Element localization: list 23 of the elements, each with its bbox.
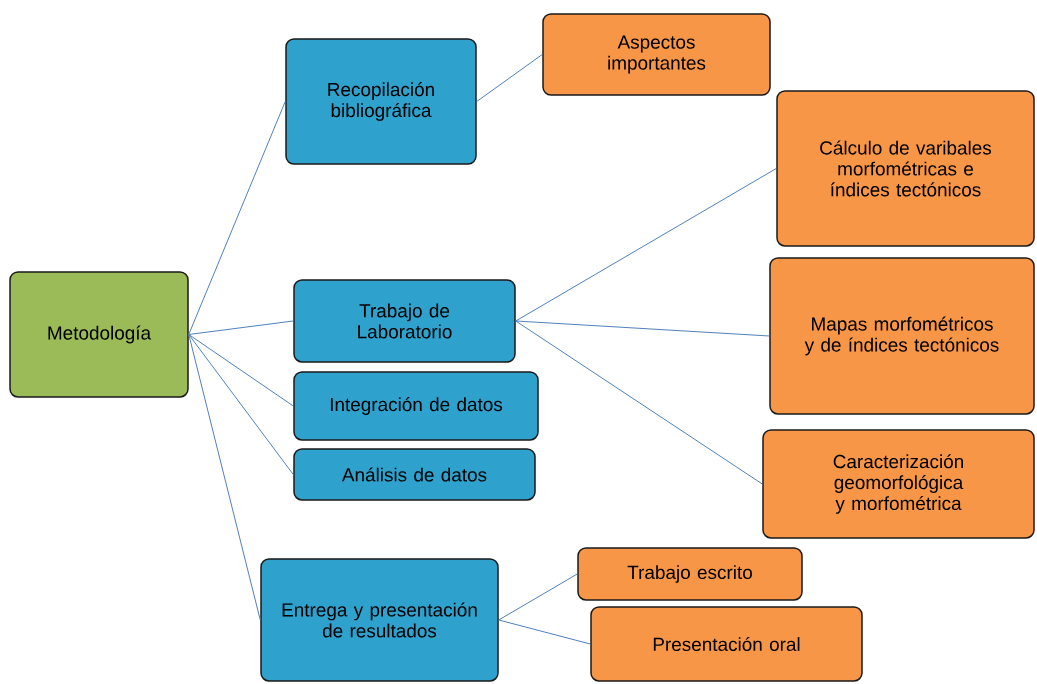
connector-line — [188, 320, 294, 335]
topic-box: Recopilación bibliográfica — [285, 38, 477, 165]
topic-box: Trabajo de Laboratorio — [293, 279, 516, 363]
subtopic-box: Caracterización geomorfológica y morfométrica — [762, 429, 1035, 539]
root-box: Metodología — [9, 271, 189, 398]
connector-line — [188, 101, 286, 335]
connector-line — [498, 619, 591, 645]
topic-box: Entrega y presentación de resultados — [260, 558, 499, 682]
connector-line — [188, 334, 261, 621]
connector-line — [476, 54, 543, 102]
subtopic-box: Presentación oral — [590, 606, 863, 682]
connector-line — [515, 320, 770, 337]
connector-line — [498, 573, 578, 621]
connector-line — [515, 320, 763, 485]
topic-box: Análisis de datos — [293, 448, 536, 501]
subtopic-box: Aspectos importantes — [542, 13, 771, 96]
subtopic-box: Mapas morfométricos y de índices tectónicos — [769, 257, 1035, 415]
connector-line — [515, 168, 777, 322]
connector-line — [188, 334, 294, 475]
topic-box: Integración de datos — [293, 371, 539, 441]
subtopic-box: Cálculo de varibales morfométricas e índices tectónicos — [776, 90, 1035, 247]
connector-line — [188, 334, 294, 407]
subtopic-box: Trabajo escrito — [577, 547, 803, 601]
